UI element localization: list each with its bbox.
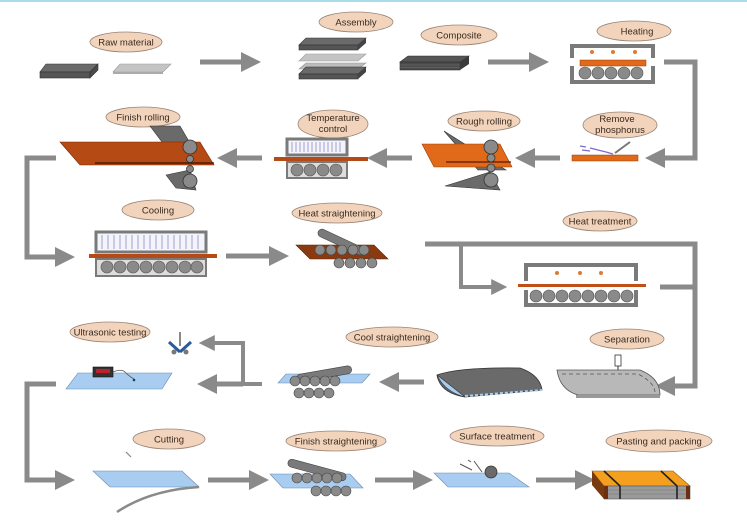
- svg-text:Surface treatment: Surface treatment: [459, 432, 535, 443]
- flow-arrow: [645, 59, 698, 168]
- burner-flame-icon: [555, 271, 603, 275]
- label-assembly: Assembly: [318, 11, 394, 33]
- label-cutting: Cutting: [132, 428, 206, 450]
- step-finish-straightening: Finish straightening: [269, 430, 387, 497]
- step-pasting-and-packing: Pasting and packing: [591, 429, 713, 500]
- stacked-layers-icon: [298, 37, 367, 80]
- label-cooling: Cooling: [121, 199, 195, 221]
- curved-plate-icon: [436, 367, 543, 398]
- step-cool-straightening: Cool straightening: [277, 326, 439, 399]
- svg-text:Heat straightening: Heat straightening: [298, 209, 375, 220]
- cutting-plate-icon: [92, 451, 200, 514]
- step-ultrasonic-testing: Ultrasonic testing: [65, 321, 193, 390]
- svg-text:Ultrasonic testing: Ultrasonic testing: [74, 328, 147, 339]
- separation-plate-icon: [556, 354, 661, 398]
- heat-treatment-furnace-icon: [518, 263, 646, 307]
- svg-text:control: control: [319, 124, 348, 135]
- svg-text:Remove: Remove: [599, 114, 634, 125]
- top-border-band: [0, 0, 747, 2]
- flow-arrow: [198, 335, 262, 386]
- straightening-rollers-icon: [295, 228, 389, 269]
- label-rough-rolling: Rough rolling: [447, 110, 521, 132]
- label-heat-straightening: Heat straightening: [291, 202, 383, 224]
- svg-text:phosphorus: phosphorus: [595, 125, 645, 136]
- step-heating: Heating: [570, 20, 672, 84]
- temperature-control-chamber-icon: [274, 137, 368, 179]
- step-cooling: Cooling: [89, 199, 217, 277]
- svg-text:Raw material: Raw material: [98, 38, 153, 49]
- svg-text:Assembly: Assembly: [335, 18, 376, 29]
- packed-plates-icon: [591, 470, 691, 500]
- flow-line: [425, 241, 698, 396]
- label-finish-rolling: Finish rolling: [105, 106, 181, 128]
- step-assembly: Assembly: [298, 11, 394, 80]
- label-heat-treatment: Heat treatment: [562, 210, 638, 232]
- flow-arrow: [24, 381, 75, 490]
- svg-text:Cutting: Cutting: [154, 435, 184, 446]
- flow-arrow: [24, 155, 75, 267]
- flow-arrow: [459, 244, 508, 295]
- cooling-chamber-icon: [89, 230, 217, 277]
- svg-text:Rough rolling: Rough rolling: [456, 117, 512, 128]
- light-steel-sheet-icon: [112, 63, 172, 74]
- heating-furnace-icon: [570, 44, 655, 84]
- label-raw-material: Raw material: [89, 31, 163, 53]
- svg-text:Temperature: Temperature: [306, 113, 359, 124]
- label-temperature-control: Temperature control: [297, 109, 369, 139]
- cool-straightening-rollers-icon: [277, 365, 371, 399]
- step-heat-treatment: Heat treatment: [518, 210, 646, 307]
- step-finish-rolling: Finish rolling: [59, 106, 215, 191]
- svg-text:Finish straightening: Finish straightening: [295, 437, 377, 448]
- label-remove-phosphorus: Remove phosphorus: [582, 111, 658, 139]
- step-heat-straightening: Heat straightening: [291, 202, 389, 269]
- svg-text:Composite: Composite: [436, 31, 481, 42]
- label-heating: Heating: [596, 20, 672, 42]
- step-surface-treatment: Surface treatment: [433, 425, 545, 488]
- svg-text:Separation: Separation: [604, 335, 650, 346]
- descaling-spray-icon: [571, 141, 639, 162]
- dark-steel-slab-icon: [39, 63, 99, 79]
- rolling-mill-icon: [421, 130, 513, 191]
- svg-text:Cooling: Cooling: [142, 206, 174, 217]
- label-separation: Separation: [589, 328, 665, 350]
- svg-text:Pasting and packing: Pasting and packing: [616, 437, 702, 448]
- label-composite: Composite: [420, 24, 498, 46]
- label-cool-straightening: Cool straightening: [345, 326, 439, 348]
- ultrasonic-probe-icon: [167, 332, 193, 355]
- step-raw-material: Raw material: [39, 31, 172, 79]
- step-cutting: Cutting: [92, 428, 206, 514]
- finish-straightening-rollers-icon: [269, 458, 364, 497]
- svg-text:Heat treatment: Heat treatment: [569, 217, 632, 228]
- step-remove-phosphorus: Remove phosphorus: [571, 111, 658, 162]
- composite-slab-icon: [399, 55, 470, 71]
- svg-text:Cool straightening: Cool straightening: [354, 333, 431, 344]
- label-pasting-and-packing: Pasting and packing: [605, 429, 713, 453]
- step-composite: Composite: [399, 24, 498, 71]
- test-plate-icon: [65, 372, 173, 390]
- label-ultrasonic-testing: Ultrasonic testing: [69, 321, 151, 343]
- svg-text:Finish rolling: Finish rolling: [116, 113, 169, 124]
- finish-rolling-mill-icon: [59, 125, 215, 191]
- ultrasonic-tester-device-icon: [92, 366, 136, 382]
- surface-treatment-icon: [433, 459, 530, 488]
- label-surface-treatment: Surface treatment: [449, 425, 545, 447]
- step-temperature-control: Temperature control: [274, 109, 369, 179]
- step-separation: Separation: [556, 328, 665, 398]
- svg-text:Heating: Heating: [621, 27, 654, 38]
- label-finish-straightening: Finish straightening: [285, 430, 387, 452]
- step-rough-rolling: Rough rolling: [421, 110, 521, 191]
- burner-flame-icon: [590, 50, 637, 54]
